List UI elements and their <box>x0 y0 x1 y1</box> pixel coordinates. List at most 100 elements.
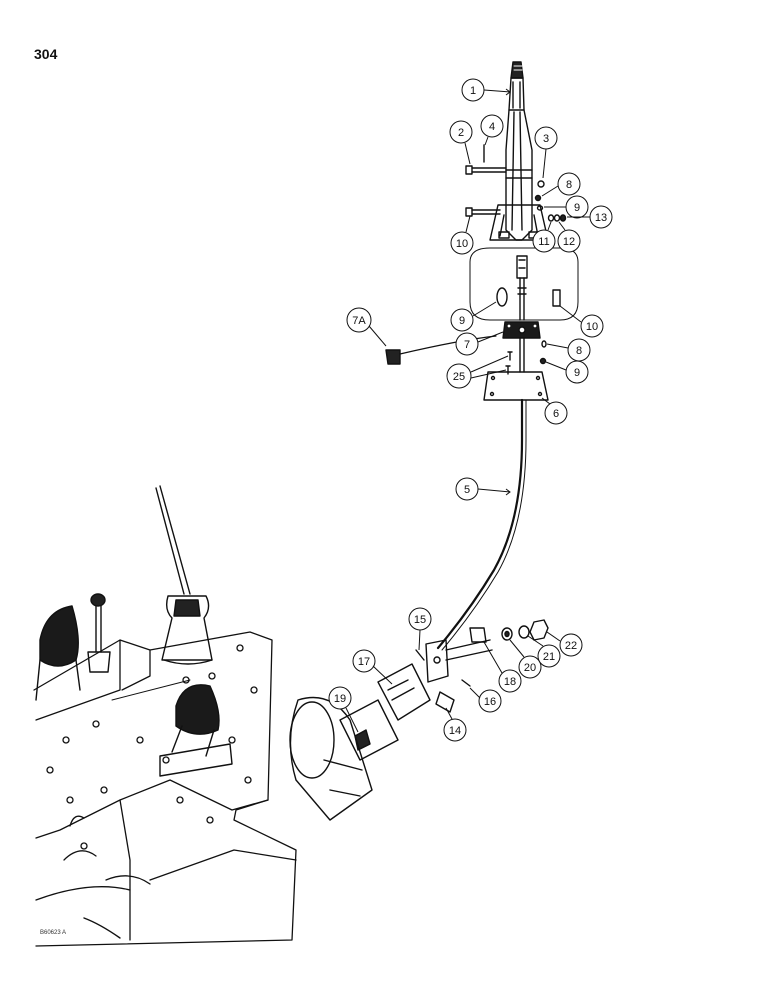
washer-22-hole <box>504 630 510 638</box>
callout-label: 1 <box>470 85 476 97</box>
callout-19: 17 <box>352 649 393 685</box>
control-cable-5-edge <box>441 399 527 651</box>
pin-20 <box>469 627 487 643</box>
clip-10 <box>496 287 508 307</box>
callout-label: 11 <box>538 236 549 248</box>
callout-8-lower: 8 <box>546 338 591 362</box>
callout-label: 21 <box>543 651 555 663</box>
main-shift-lever <box>155 485 213 665</box>
nut-9-lower <box>539 357 547 365</box>
pin-16 <box>435 691 455 713</box>
callout-label: 7 <box>464 339 470 351</box>
lockwasher-14 <box>553 214 561 222</box>
washer-22 <box>501 627 513 641</box>
control-cable-5 <box>436 398 524 650</box>
callout-6: 6 <box>541 397 568 425</box>
callout-23: 21 <box>527 635 561 668</box>
callout-4: 4 <box>480 114 504 146</box>
callout-label: 3 <box>543 133 549 145</box>
callout-22: 20 <box>509 639 542 679</box>
callout-label: 4 <box>489 121 495 133</box>
callout-17: 15 <box>408 607 432 651</box>
callout-9-lower: 9 <box>545 360 589 384</box>
washer-9 <box>536 205 544 211</box>
callout-label: 5 <box>464 484 470 496</box>
callout-label: 9 <box>459 315 465 327</box>
callout-label: 9 <box>574 367 580 379</box>
bolt-8-lower <box>541 340 547 348</box>
callout-3: 3 <box>534 126 558 179</box>
nut-15 <box>559 214 567 222</box>
cone-cap-center <box>159 684 233 777</box>
nut-24 <box>529 619 549 641</box>
callout-20: 18 <box>483 641 522 693</box>
callout-label: 15 <box>414 614 426 626</box>
callout-label: 10 <box>586 321 598 333</box>
bracket-19 <box>339 663 431 761</box>
callout-label: 7A <box>352 315 366 327</box>
callout-21: 19 <box>328 686 359 733</box>
callout-label: 16 <box>484 696 496 708</box>
pin-11 <box>552 289 561 307</box>
clevis-assembly <box>425 639 493 683</box>
callout-2: 2 <box>449 120 473 165</box>
detail-outline <box>469 247 579 321</box>
callout-label: 9 <box>574 202 580 214</box>
screw-25b <box>505 365 511 375</box>
callout-8-upper: 8 <box>541 172 581 197</box>
cable-shaft <box>519 337 525 373</box>
callout-16: 14 <box>443 707 467 742</box>
callout-label: 12 <box>563 236 575 248</box>
callout-label: 13 <box>595 212 607 224</box>
page-number: 304 <box>34 46 58 62</box>
lever-21 <box>289 696 373 821</box>
cotter-18 <box>461 679 471 687</box>
cone-cap-left <box>35 605 81 701</box>
washer-3 <box>537 180 545 188</box>
callout-13: 11 <box>532 221 556 253</box>
figure-code: B60623 A <box>40 930 67 936</box>
callout-label: 22 <box>565 640 577 652</box>
callout-label: 8 <box>566 179 572 191</box>
nut-8 <box>534 194 542 202</box>
callout-label: 2 <box>458 127 464 139</box>
callout-label: 25 <box>453 371 465 383</box>
screw-25a <box>507 351 513 361</box>
plug-7A <box>385 335 497 365</box>
callout-7: 7 <box>455 331 504 356</box>
callout-9-upper: 9 <box>544 195 589 219</box>
callout-label: 14 <box>449 725 461 737</box>
callout-label: 17 <box>358 656 370 668</box>
plate-6 <box>483 371 549 401</box>
callout-label: 18 <box>504 676 516 688</box>
callout-11: 10 <box>559 305 604 338</box>
callout-1: 1 <box>461 78 511 102</box>
washer-13 <box>547 214 555 222</box>
cotter-17 <box>415 649 425 661</box>
callout-10: 9 <box>450 301 497 332</box>
callout-label: 10 <box>456 238 468 250</box>
edge-arc <box>83 917 121 939</box>
callout-24: 22 <box>546 631 583 657</box>
callout-label: 6 <box>553 408 559 420</box>
callout-14: 12 <box>557 221 581 253</box>
aux-lever-knob <box>87 593 111 673</box>
callout-label: 20 <box>524 662 536 674</box>
cable-end-clevis <box>516 255 528 321</box>
bolt-12 <box>465 207 501 217</box>
callout-label: 19 <box>334 693 346 705</box>
callout-18: 16 <box>469 687 502 713</box>
callout-15: 13 <box>567 205 613 229</box>
shift-lever <box>489 61 549 241</box>
boot-7 <box>502 321 541 339</box>
callout-7A: 7A <box>346 307 387 347</box>
lockwasher-23 <box>518 625 530 639</box>
bolt-2 <box>465 165 507 175</box>
callout-5: 5 <box>455 477 511 501</box>
transmission-housing <box>33 631 297 947</box>
callout-25: 25 <box>446 355 509 389</box>
callout-12: 10 <box>450 215 474 255</box>
callout-label: 8 <box>576 345 582 357</box>
